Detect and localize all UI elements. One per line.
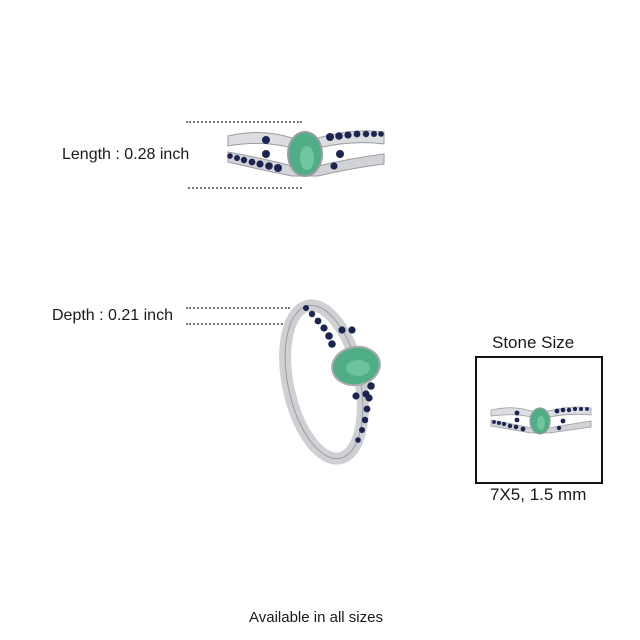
availability-note: Available in all sizes — [249, 609, 383, 626]
length-top-guide — [186, 121, 302, 123]
depth-label: Depth : 0.21 inch — [52, 307, 173, 324]
ring-angled-view-image — [276, 296, 396, 466]
length-label: Length : 0.28 inch — [62, 146, 190, 163]
stone-size-ring-image — [489, 400, 593, 440]
stone-size-frame — [475, 356, 603, 484]
depth-bottom-guide — [186, 323, 290, 325]
stone-size-title: Stone Size — [492, 333, 575, 352]
depth-top-guide — [186, 307, 290, 309]
ring-top-view-image — [222, 118, 388, 194]
stone-size-value: 7X5, 1.5 mm — [490, 485, 587, 504]
length-bottom-guide — [188, 187, 302, 189]
